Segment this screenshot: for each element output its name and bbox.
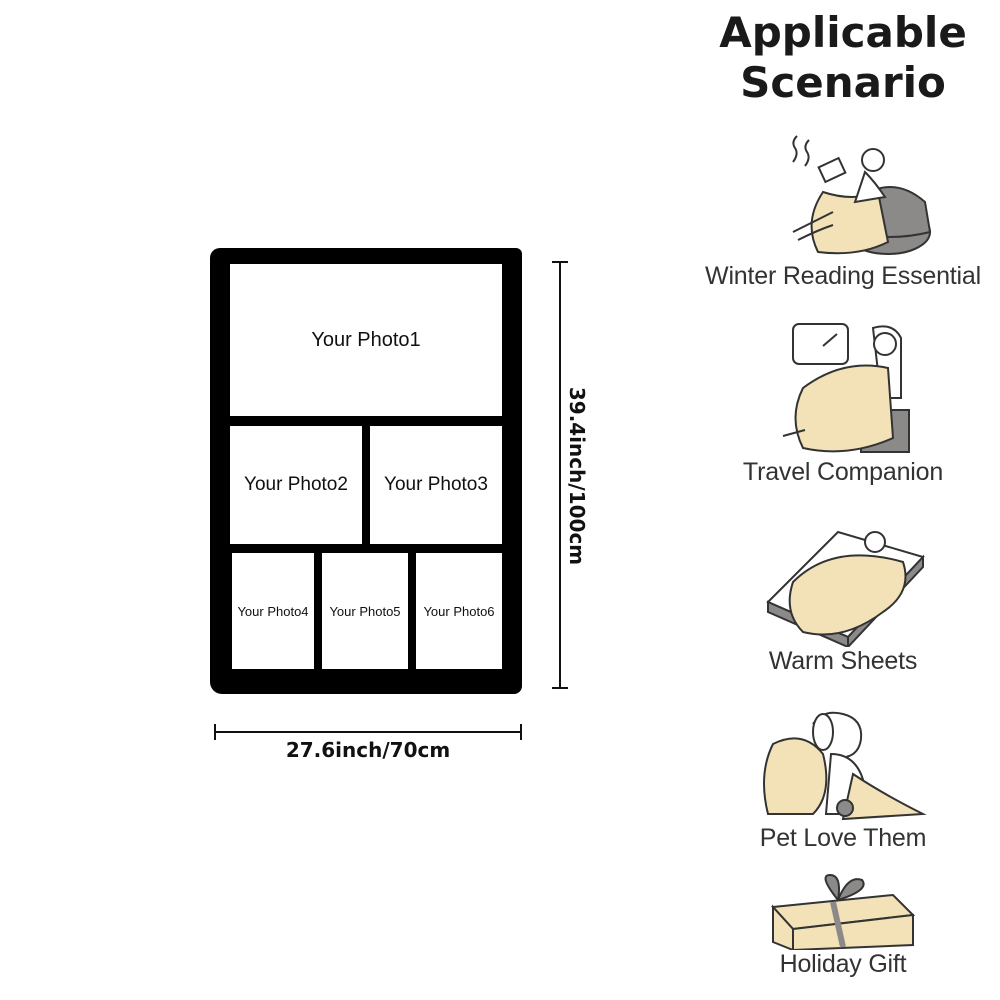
- photo-slot-4: Your Photo4: [232, 553, 314, 669]
- photo-slot-label: Your Photo4: [237, 603, 309, 619]
- scenario-travel: Travel Companion: [690, 318, 996, 487]
- height-dimension-tick: [552, 261, 568, 263]
- photo-slot-3: Your Photo3: [370, 426, 502, 544]
- width-dimension-tick: [214, 724, 216, 740]
- blanket-template: Your Photo1 Your Photo2 Your Photo3 Your…: [210, 248, 522, 694]
- scenario-label: Winter Reading Essential: [705, 262, 981, 290]
- section-title-line: Applicable: [719, 8, 967, 57]
- section-title: Applicable Scenario: [690, 8, 996, 108]
- height-dimension-tick: [552, 687, 568, 689]
- width-dimension-label: 27.6inch/70cm: [285, 738, 451, 762]
- scenario-gift: Holiday Gift: [690, 872, 996, 979]
- photo-slot-label: Your Photo3: [384, 474, 488, 495]
- photo-slot-5: Your Photo5: [322, 553, 408, 669]
- scenario-reading: Winter Reading Essential: [690, 132, 996, 291]
- photo-slot-label: Your Photo1: [311, 328, 421, 351]
- photo-slot-label: Your Photo2: [244, 474, 348, 495]
- scenario-label: Travel Companion: [742, 458, 944, 486]
- scenario-pet: Pet Love Them: [690, 704, 996, 853]
- height-dimension-line: [559, 262, 561, 688]
- scenario-label: Warm Sheets: [768, 647, 918, 675]
- photo-slot-1: Your Photo1: [230, 264, 502, 416]
- section-title-line: Scenario: [740, 58, 946, 107]
- scenario-label: Holiday Gift: [779, 950, 907, 978]
- photo-slot-2: Your Photo2: [230, 426, 362, 544]
- scenario-label: Pet Love Them: [759, 824, 927, 852]
- airplane-seat-icon: [782, 323, 910, 453]
- width-dimension-line: [215, 731, 521, 733]
- reading-person-icon: [792, 135, 932, 255]
- bed-sleeping-icon: [766, 530, 925, 647]
- photo-slot-label: Your Photo6: [423, 603, 495, 619]
- dog-blanket-icon: [763, 711, 927, 821]
- photo-slot-label: Your Photo5: [329, 603, 401, 619]
- scenario-bed: Warm Sheets: [690, 522, 996, 676]
- photo-slot-6: Your Photo6: [416, 553, 502, 669]
- gift-box-icon: [770, 873, 916, 950]
- height-dimension-label: 39.4inch/100cm: [565, 386, 589, 566]
- width-dimension-tick: [520, 724, 522, 740]
